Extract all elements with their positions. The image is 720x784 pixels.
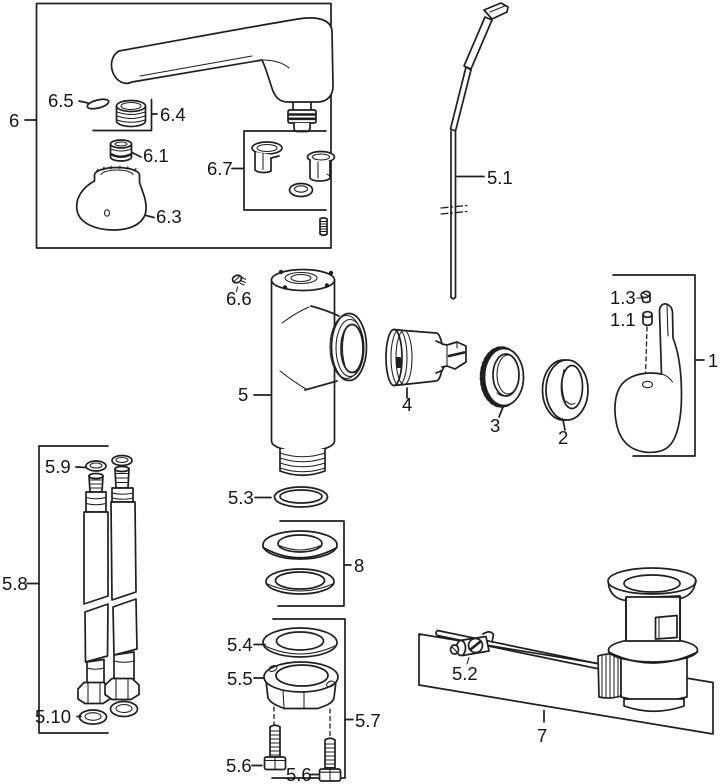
supply-hose-left	[77, 472, 111, 705]
label-5-2: 5.2	[452, 663, 478, 684]
lift-rod-5-1	[440, 2, 509, 300]
washer-5-4	[253, 627, 338, 658]
label-6-6: 6.6	[226, 288, 252, 309]
label-5-10: 5.10	[35, 706, 71, 727]
grub-screw-6-6	[231, 274, 247, 293]
spout	[110, 17, 334, 133]
screw-1-3	[636, 290, 651, 304]
label-5-1: 5.1	[487, 167, 513, 188]
label-5-9: 5.9	[45, 456, 71, 477]
handle-lever	[614, 303, 683, 454]
o-ring-6-5	[78, 98, 110, 110]
clip-set-6-7	[231, 130, 336, 211]
label-5-5: 5.5	[227, 668, 253, 689]
washer-set-8	[262, 520, 352, 607]
ring-nut-3	[479, 346, 525, 418]
label-6-4: 6.4	[160, 104, 186, 125]
cartridge-4	[385, 328, 467, 399]
label-6-3: 6.3	[156, 206, 182, 227]
label-5-8: 5.8	[2, 573, 28, 594]
label-7: 7	[537, 725, 547, 746]
label-6-5: 6.5	[48, 90, 74, 111]
faucet-body-5	[253, 268, 368, 477]
label-5-7: 5.7	[355, 710, 381, 731]
mounting-set-5-7	[271, 618, 354, 779]
label-4: 4	[402, 394, 412, 415]
label-8: 8	[354, 555, 364, 576]
drain-waste-assembly	[597, 567, 699, 713]
label-5: 5	[238, 384, 248, 405]
label-2: 2	[558, 427, 568, 448]
set-screw	[319, 216, 328, 237]
mounting-nut-5-5	[253, 661, 339, 710]
drain-bracket-7	[418, 633, 714, 735]
label-5-6-right: 5.6	[286, 764, 312, 784]
label-5-6-left: 5.6	[226, 755, 252, 776]
o-ring-5-9	[75, 460, 107, 472]
label-1-1: 1.1	[610, 309, 636, 330]
base-cap-6-3	[75, 165, 155, 231]
screw-5-6-left	[251, 724, 287, 771]
label-1-3: 1.3	[610, 287, 636, 308]
label-1: 1	[708, 350, 718, 371]
plug-1-1	[642, 310, 653, 327]
o-ring-5-3	[254, 486, 329, 508]
label-5-4: 5.4	[227, 634, 253, 655]
screw-5-6-right	[310, 737, 342, 782]
supply-hoses-bracket	[26, 445, 109, 734]
supply-hose-right	[104, 454, 140, 718]
aerator-6-4	[92, 98, 158, 132]
washer-5-10	[76, 709, 108, 725]
label-6-7: 6.7	[207, 158, 233, 179]
label-6: 6	[9, 110, 19, 131]
rod-clamp-5-2	[449, 631, 495, 665]
label-6-1: 6.1	[143, 145, 169, 166]
trim-ring-2	[541, 359, 589, 431]
label-3: 3	[490, 415, 500, 436]
handle-assembly-1	[612, 274, 705, 457]
group-6-box	[24, 2, 332, 249]
label-5-3: 5.3	[228, 487, 254, 508]
aerator-insert-6-1	[109, 139, 142, 162]
